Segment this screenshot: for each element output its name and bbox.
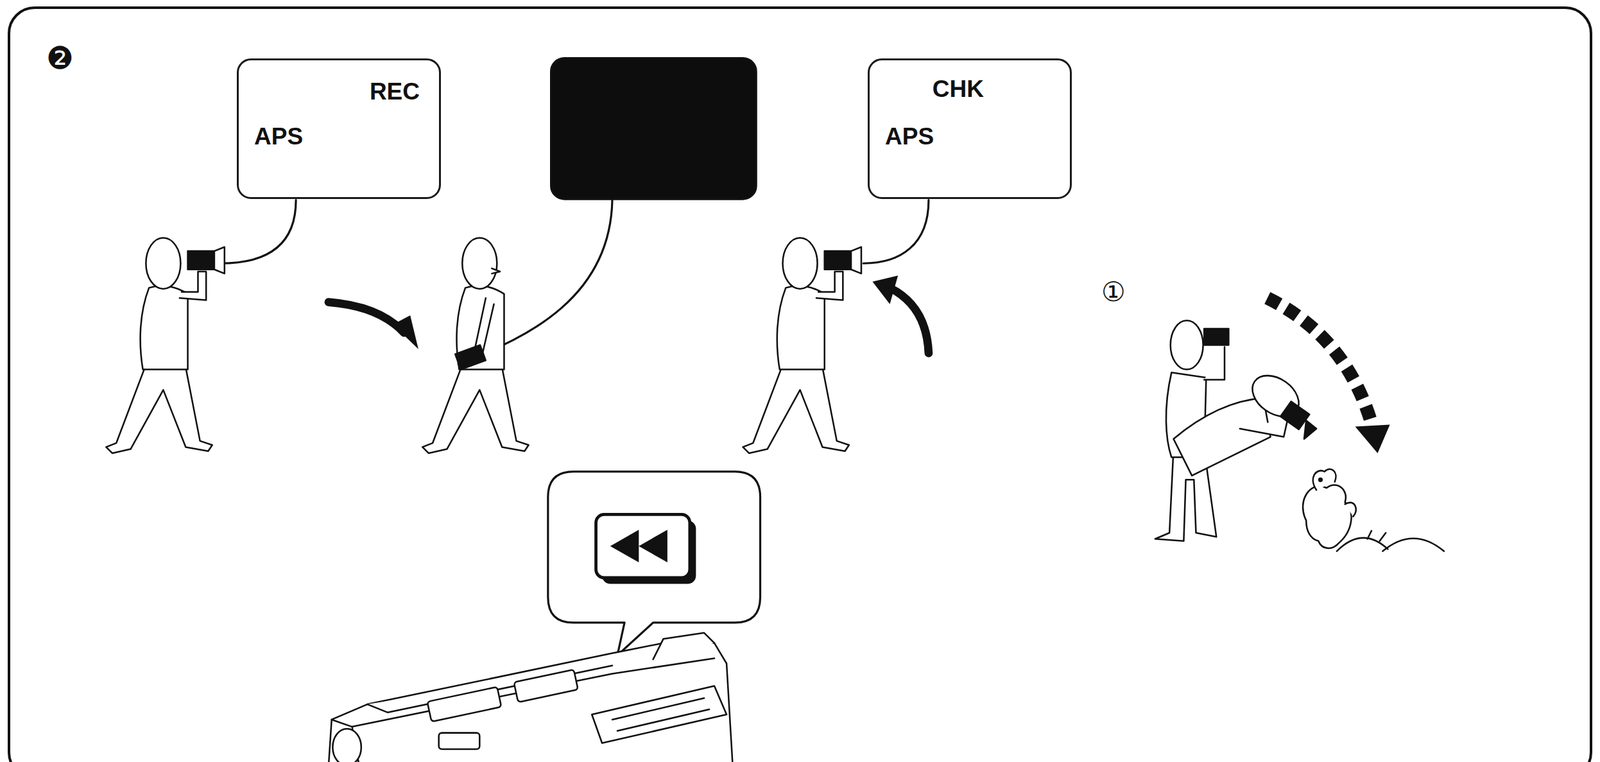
leader-line [220,200,296,264]
camcorder [328,632,733,762]
person-figure [1304,420,1317,439]
illustration [105,58,1444,762]
person-figure [105,367,212,454]
person-figure [188,250,215,270]
person-figure [1155,320,1317,541]
dog [1302,469,1357,549]
callout-number: ① [1101,278,1126,306]
camcorder [653,632,715,660]
viewfinder-screen: CHK APS [867,58,1072,199]
viewfinder-screen: REC APS [236,58,441,199]
leader-line [863,200,929,264]
person-figure [145,237,181,289]
person-figure [491,268,500,274]
person-figure [1170,320,1204,370]
leader-line [459,200,613,364]
person-figure [214,247,225,274]
motion-arrow [872,275,898,305]
button-callout [548,471,761,656]
tilt-arrow [1267,297,1373,427]
person-figure [743,367,850,454]
button-callout [610,529,668,563]
person-figure [462,237,497,289]
aps-indicator: APS [885,124,934,149]
ripple [1382,538,1444,552]
panel-frame [8,7,1592,762]
dog [1302,484,1352,549]
person-figure [1204,328,1229,345]
aps-indicator: APS [254,124,303,149]
motion-arrow [328,275,929,353]
person-figure [743,237,862,453]
camcorder [514,669,579,703]
dog [1345,502,1357,517]
person-figure [422,367,529,454]
step-number: ❷ [46,42,74,74]
tilt-arrow [1355,424,1391,454]
mode-indicator: REC [369,79,420,104]
person-figure [824,250,852,270]
person-figure [782,237,818,289]
blank-screen [551,58,757,199]
camcorder [332,728,362,762]
dog [1318,478,1323,482]
camcorder [438,732,481,749]
person-figure [455,344,486,370]
ripple [1336,530,1445,552]
camcorder [427,686,502,722]
person-figure [1239,418,1289,438]
motion-arrow [889,287,929,353]
person-figure [105,237,224,453]
dog [1313,469,1337,490]
person-figure [422,237,529,453]
camcorder [328,641,733,762]
camcorder [612,698,710,732]
button-callout [596,514,690,578]
person-figure [851,247,862,274]
person-figure [1204,347,1225,380]
button-callout [548,471,761,656]
motion-arrow [328,302,405,334]
tilt-arrow [1267,297,1391,454]
person-figure [816,271,843,301]
person-figure [179,271,207,301]
motion-arrow [392,315,419,349]
camcorder [591,685,727,743]
person-figure [1173,397,1271,476]
mode-indicator: CHK [932,77,984,101]
ripple [1367,530,1387,542]
